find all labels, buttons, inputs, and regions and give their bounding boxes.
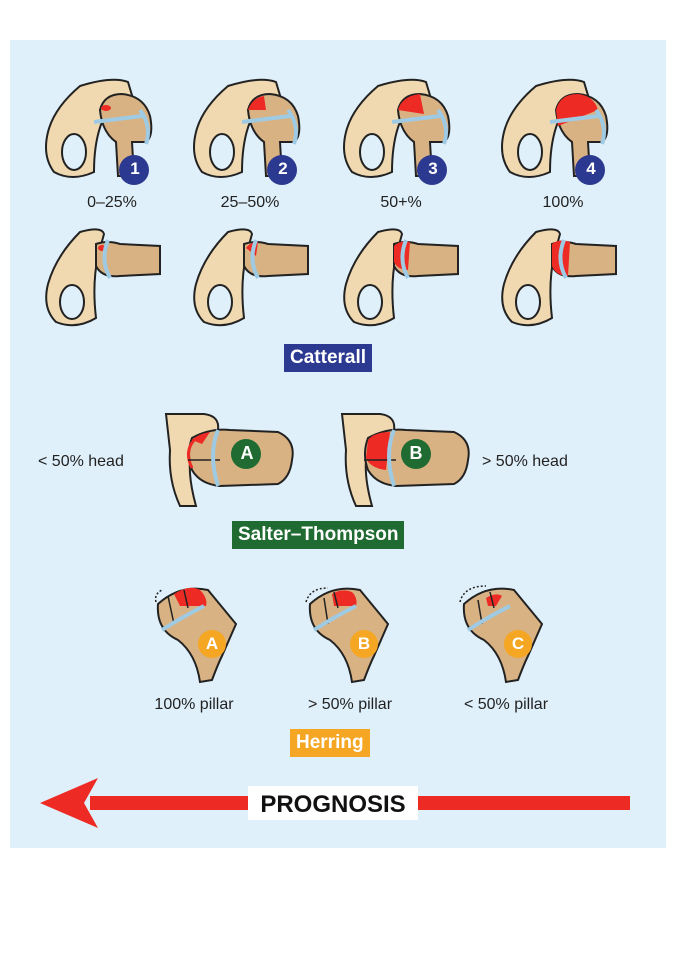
catterall-range-4: 100%	[542, 194, 584, 211]
herring-label-b: > 50% pillar	[307, 696, 393, 713]
type-badge	[231, 439, 261, 469]
group-badge	[417, 155, 447, 185]
herring-hip-c	[459, 585, 544, 684]
catterall-lateral-hip-2	[193, 228, 309, 327]
prognosis-label: PROGNOSIS	[260, 791, 405, 818]
group-badge	[267, 155, 297, 185]
catterall-range-1: 0–25%	[87, 194, 137, 211]
herring-label-c: < 50% pillar	[463, 696, 549, 713]
catterall-ap-hip-1	[45, 78, 153, 185]
group-badge	[504, 630, 532, 658]
group-badge	[119, 155, 149, 185]
salter-right-label: > 50% head	[482, 453, 568, 470]
salter-left-label: < 50% head	[38, 453, 124, 470]
herring-letter-c: C	[511, 634, 525, 653]
herring-letter-b: B	[357, 634, 371, 653]
catterall-lateral-hip-3	[343, 228, 459, 327]
necrosis-area	[398, 94, 424, 114]
catterall-ap-hip-2	[193, 78, 301, 185]
salter-hip-b	[340, 413, 470, 507]
group-badge	[350, 630, 378, 658]
catterall-lateral-hip-4	[501, 228, 617, 327]
herring-hip-b	[305, 587, 390, 684]
type-badge	[401, 439, 431, 469]
necrosis-area	[248, 96, 266, 110]
herring-label-a: 100% pillar	[154, 696, 234, 713]
herring-title: Herring	[290, 729, 370, 757]
herring-letter-a: A	[205, 634, 219, 653]
catterall-number-4: 4	[586, 159, 596, 178]
catterall-ap-hip-3	[343, 78, 451, 185]
salter-letter-a: A	[240, 443, 254, 463]
catterall-range-2: 25–50%	[220, 194, 280, 211]
salter-letter-b: B	[409, 443, 423, 463]
catterall-ap-hip-4	[501, 78, 609, 185]
catterall-number-1: 1	[130, 159, 140, 178]
group-badge	[575, 155, 605, 185]
catterall-range-3: 50+%	[380, 194, 422, 211]
catterall-number-3: 3	[428, 159, 438, 178]
catterall-number-2: 2	[278, 159, 288, 178]
catterall-title: Catterall	[284, 344, 373, 372]
catterall-lateral-hip-1	[45, 228, 161, 327]
salter-thompson-title: Salter–Thompson	[232, 521, 405, 549]
prognosis-arrow: PROGNOSIS	[40, 778, 630, 828]
salter-hip-a	[164, 413, 294, 507]
necrosis-area	[101, 105, 111, 111]
group-badge	[198, 630, 226, 658]
herring-hip-a	[154, 587, 238, 684]
